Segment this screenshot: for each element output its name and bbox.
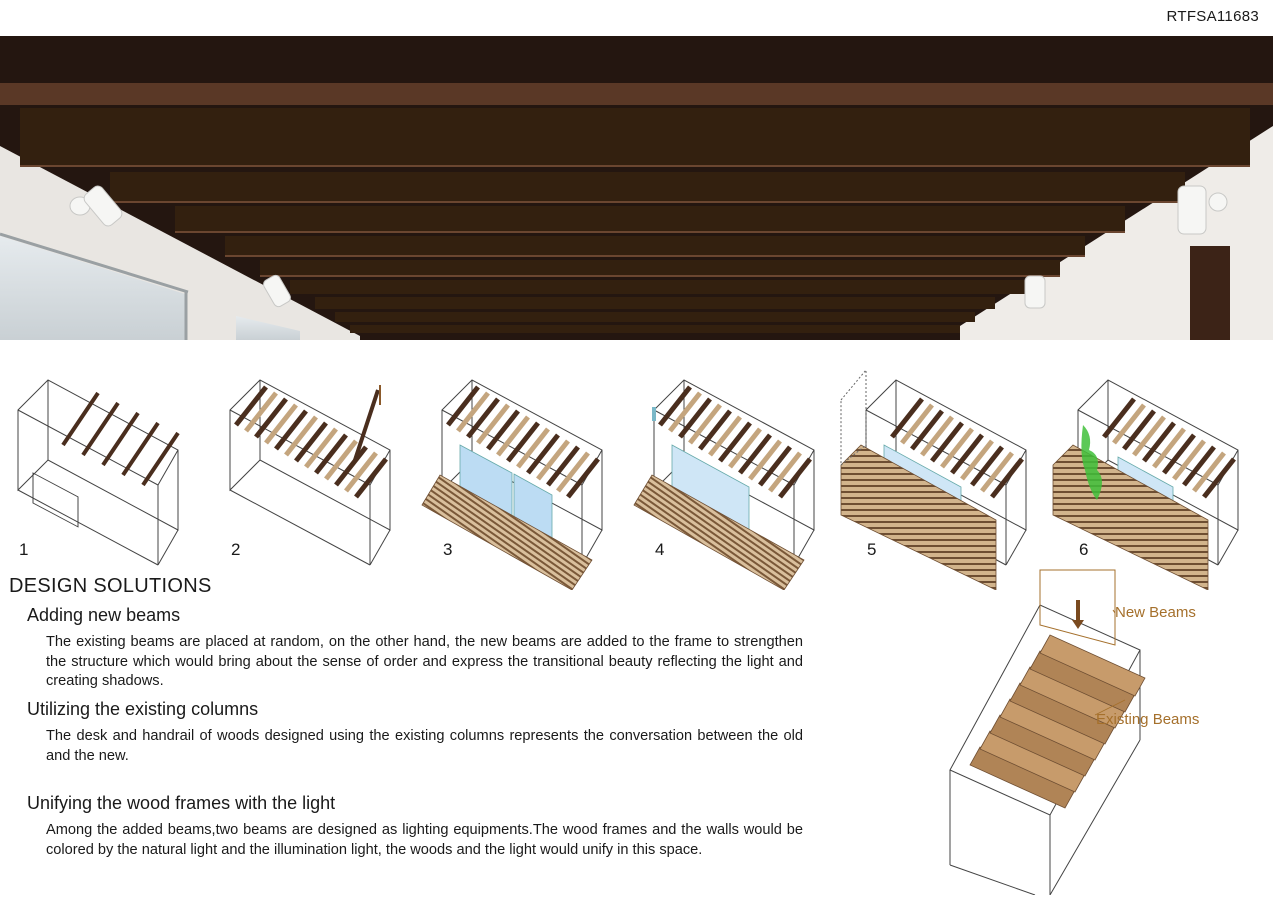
- step-2-diagram: [229, 379, 391, 566]
- step-6-diagram: [1052, 379, 1239, 590]
- beam-layers-diagram: [949, 569, 1146, 895]
- existing-beams-label: Existing Beams: [1096, 711, 1200, 728]
- step-number-5: 5: [867, 540, 877, 559]
- step-1-diagram: [17, 379, 180, 566]
- step-number-2: 2: [231, 540, 241, 559]
- solution-body: The desk and handrail of woods designed …: [46, 728, 803, 764]
- solution-heading: Adding new beams: [27, 605, 181, 625]
- step-5-diagram: [840, 368, 1027, 590]
- sheet-code: RTFSA11683: [1166, 8, 1259, 25]
- solution-body: Among the added beams,two beams are desi…: [46, 822, 803, 858]
- ceiling-photo: [0, 36, 1273, 340]
- step-number-3: 3: [443, 540, 453, 559]
- step-4-diagram: [633, 379, 815, 590]
- design-steps-diagram: [17, 368, 1239, 590]
- step-number-4: 4: [655, 540, 665, 559]
- solution-body: The existing beams are placed at random,…: [46, 634, 803, 689]
- step-number-1: 1: [19, 540, 29, 559]
- solution-heading: Unifying the wood frames with the light: [27, 793, 336, 813]
- step-3-diagram: [421, 379, 603, 590]
- step-number-6: 6: [1079, 540, 1089, 559]
- section-title: DESIGN SOLUTIONS: [9, 575, 212, 597]
- solution-heading: Utilizing the existing columns: [27, 699, 259, 719]
- new-beams-label: New Beams: [1115, 604, 1196, 621]
